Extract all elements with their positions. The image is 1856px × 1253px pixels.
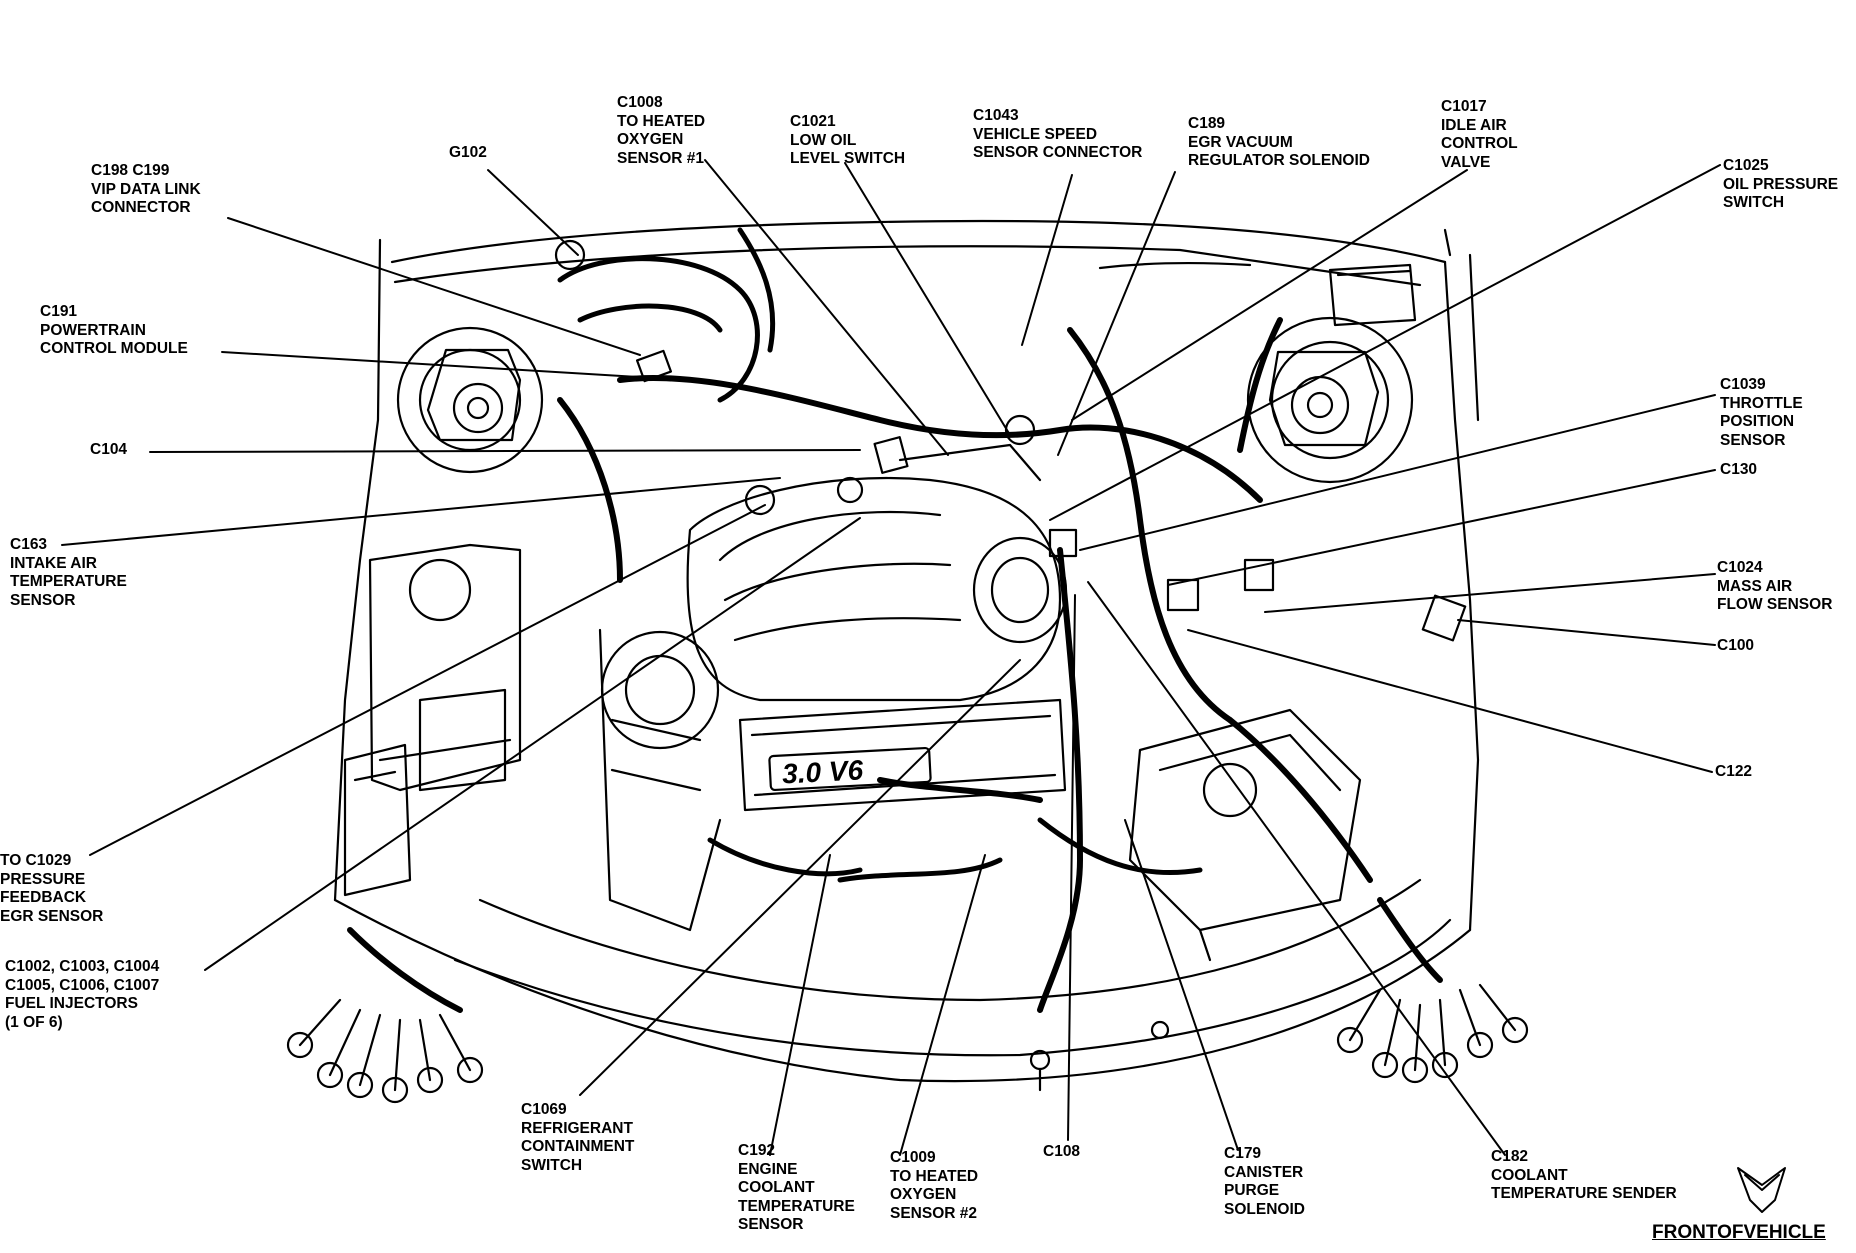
left-strut-tower <box>396 326 544 474</box>
battery-box <box>343 543 522 897</box>
radiator-support <box>1098 261 1417 327</box>
injector-connectors-right <box>1336 983 1529 1084</box>
label-c108: C108 <box>1043 1143 1081 1160</box>
label-c104: C104 <box>90 441 128 458</box>
front-of-vehicle-label: FRONTOFVEHICLE <box>1652 1222 1826 1243</box>
hoses <box>557 227 1203 883</box>
label-g102: G102 <box>449 144 487 161</box>
right-strut-tower <box>1246 316 1414 484</box>
label-c130: C130 <box>1720 461 1758 478</box>
label-c122: C122 <box>1715 763 1753 780</box>
label-c100: C100 <box>1717 637 1755 654</box>
injector-connectors-left <box>286 998 484 1104</box>
intake-manifold <box>686 443 1068 702</box>
vehicle-body-outline <box>333 219 1480 1083</box>
alternator <box>598 628 722 932</box>
leader-lines <box>61 159 1721 1156</box>
wiring-harness <box>347 317 1443 1013</box>
air-cleaner <box>1128 708 1362 962</box>
engine-badge: 3.0 V6 <box>781 754 864 789</box>
front-bolts <box>1029 1020 1170 1092</box>
front-arrow-icon <box>1737 1167 1786 1213</box>
connectors <box>554 239 1467 642</box>
